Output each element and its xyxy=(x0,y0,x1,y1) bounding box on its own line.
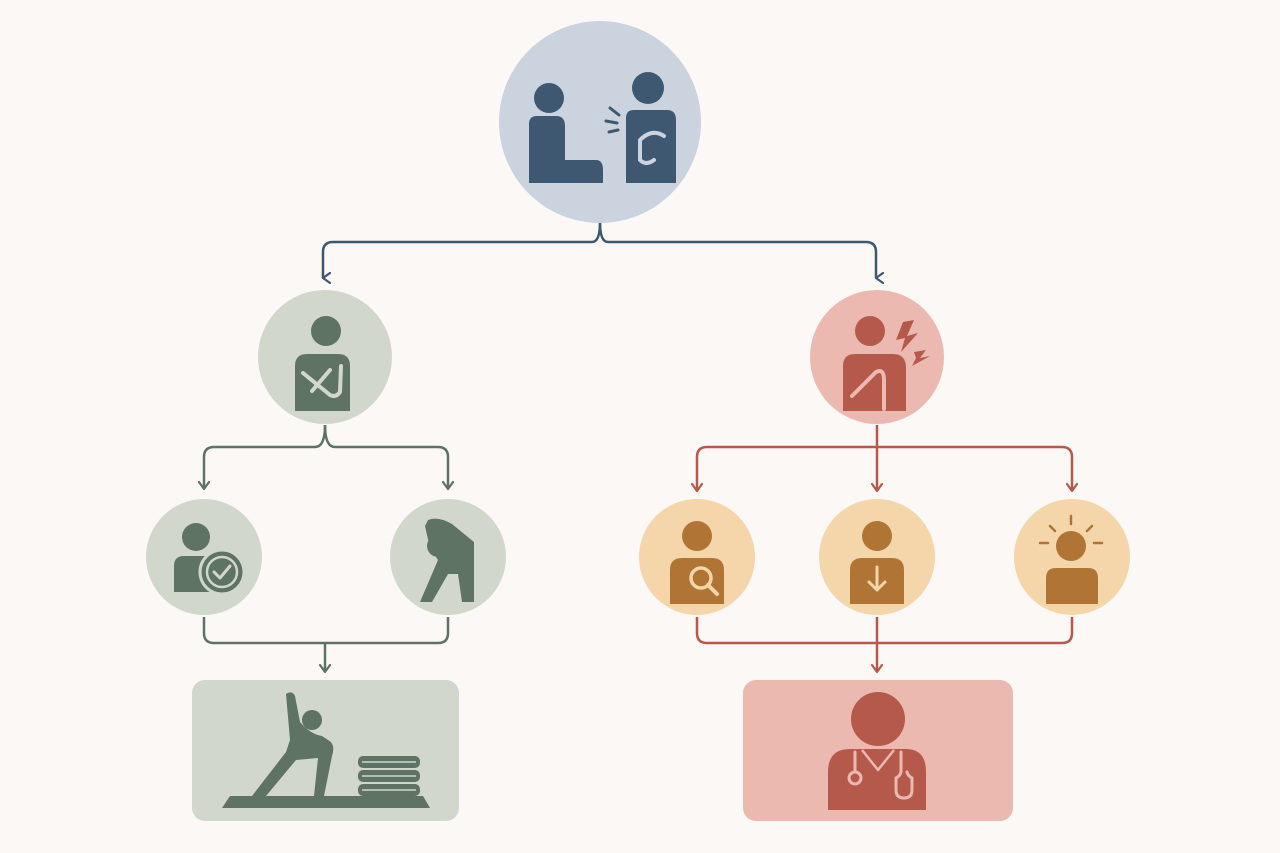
person-stretching-icon xyxy=(420,518,474,602)
red-branch-node xyxy=(810,290,944,424)
green-split-connector xyxy=(204,424,327,489)
connectors xyxy=(202,221,1074,672)
root-connector xyxy=(321,221,602,278)
orange-sun-node xyxy=(1014,499,1130,615)
yoga-mat-and-towels-icon xyxy=(222,692,430,808)
root-connector xyxy=(598,221,876,278)
orange-search-node xyxy=(639,499,755,615)
green-stretch-node xyxy=(390,499,506,615)
red-split-connector xyxy=(697,445,708,491)
person-radiating-icon xyxy=(1038,514,1104,604)
doctor-stethoscope-icon xyxy=(828,692,926,810)
green-split-connector xyxy=(323,424,448,489)
person-check-icon xyxy=(174,523,246,596)
root-node xyxy=(499,21,701,223)
person-sitting-and-person-holding-shoulder-icon xyxy=(529,72,676,183)
red-split-connector xyxy=(1061,445,1072,491)
orange-down-node xyxy=(819,499,935,615)
person-hugging-shoulder-icon xyxy=(295,316,350,411)
green-branch-node xyxy=(258,290,392,424)
green-merge-connector xyxy=(202,617,450,645)
red-merge-connector xyxy=(695,617,1074,645)
person-shoulder-pain-icon xyxy=(843,316,930,411)
red-split-connector xyxy=(707,425,1062,449)
person-magnifier-icon xyxy=(670,521,724,604)
green-check-node xyxy=(146,499,262,615)
person-down-arrow-icon xyxy=(850,521,904,604)
red-result-node xyxy=(743,680,1013,821)
green-result-node xyxy=(192,680,459,821)
